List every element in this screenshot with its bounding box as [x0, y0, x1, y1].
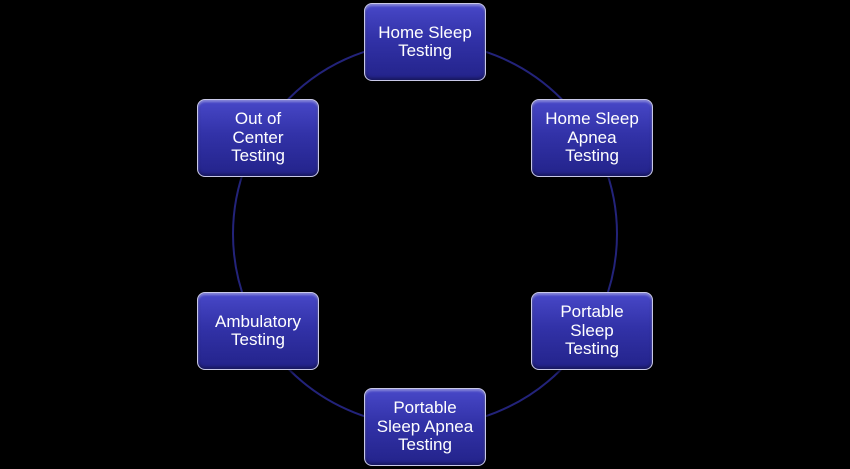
node-label: Out of Center Testing — [231, 109, 285, 166]
node-label: Ambulatory Testing — [215, 311, 301, 349]
node-out-of-center-testing: Out of Center Testing — [197, 99, 319, 177]
node-label: Home Sleep Apnea Testing — [545, 109, 639, 166]
node-label: Portable Sleep Apnea Testing — [376, 398, 474, 455]
node-home-sleep-apnea-testing: Home Sleep Apnea Testing — [531, 99, 653, 177]
node-label: Portable Sleep Testing — [560, 302, 624, 359]
node-ambulatory-testing: Ambulatory Testing — [197, 292, 319, 370]
node-portable-sleep-apnea-testing: Portable Sleep Apnea Testing — [364, 388, 486, 466]
node-home-sleep-testing: Home Sleep Testing — [364, 3, 486, 81]
node-label: Home Sleep Testing — [378, 22, 472, 60]
node-portable-sleep-testing: Portable Sleep Testing — [531, 292, 653, 370]
